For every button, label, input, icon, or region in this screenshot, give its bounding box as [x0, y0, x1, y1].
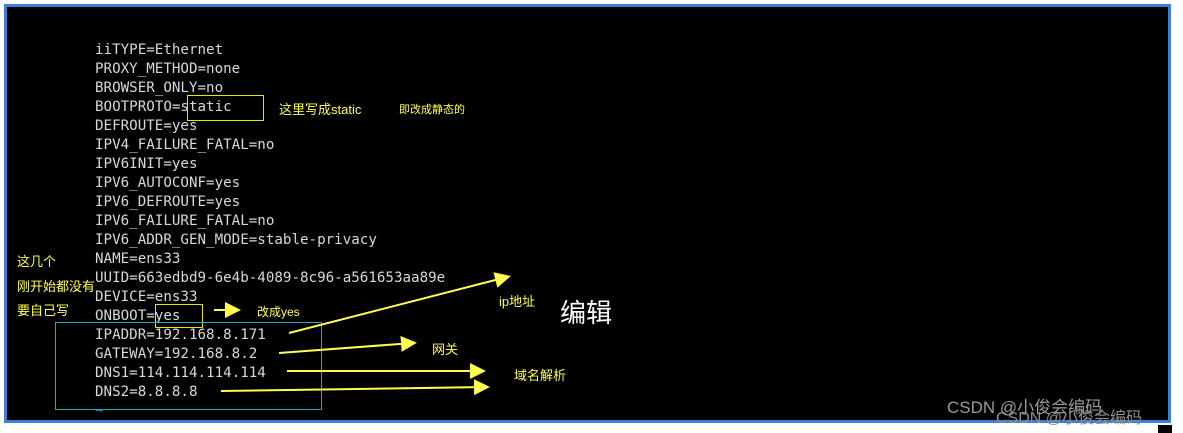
line-dns2: DNS2=8.8.8.8: [95, 384, 198, 400]
ip-address-note: ip地址: [499, 294, 536, 309]
line-onboot: ONBOOT=yes: [95, 308, 181, 324]
line-name: NAME=ens33: [95, 251, 181, 267]
line-ipv6-autoconf: IPV6_AUTOCONF=yes: [95, 175, 241, 191]
new-fields-group-box: [55, 322, 322, 410]
line-tilde: ~: [95, 403, 104, 419]
left-note-3: 要自己写: [17, 303, 70, 318]
line-uuid: UUID=663edbd9-6e4b-4089-8c96-a561653aa89…: [95, 270, 446, 286]
line-device: DEVICE=ens33: [95, 289, 198, 305]
line-ipv6-addr-gen-mode: IPV6_ADDR_GEN_MODE=stable-privacy: [95, 232, 377, 248]
watermark: CSDN @小俊会编码: [947, 398, 1103, 417]
edit-label: 编辑: [560, 298, 613, 328]
left-note-1: 这几个: [17, 254, 57, 269]
terminal-window[interactable]: iiTYPE=Ethernet PROXY_METHOD=none BROWSE…: [4, 4, 1171, 423]
left-note-2: 刚开始都没有: [17, 279, 96, 294]
bootproto-note-2: 即改成静态的: [399, 104, 465, 116]
line-ipv6-defroute: IPV6_DEFROUTE=yes: [95, 194, 241, 210]
line-gateway: GATEWAY=192.168.8.2: [95, 346, 258, 362]
line-type: iiTYPE=Ethernet: [95, 42, 224, 58]
line-dns1: DNS1=114.114.114.114: [95, 365, 266, 381]
line-defroute: DEFROUTE=yes: [95, 118, 198, 134]
annotation-arrows: [214, 272, 511, 396]
line-ipaddr: IPADDR=192.168.8.171: [95, 327, 266, 343]
arrow-dns2: [220, 379, 490, 396]
dns-note: 域名解析: [514, 368, 567, 383]
gateway-note: 网关: [432, 342, 459, 357]
onboot-highlight-box: [155, 304, 203, 328]
line-browser-only: BROWSER_ONLY=no: [95, 80, 224, 96]
onboot-note: 改成yes: [257, 305, 300, 319]
line-proxy-method: PROXY_METHOD=none: [95, 61, 241, 77]
line-ipv4-failure-fatal: IPV4_FAILURE_FATAL=no: [95, 137, 275, 153]
cursor-block: [1158, 425, 1172, 433]
line-ipv6init: IPV6INIT=yes: [95, 156, 198, 172]
arrow-ipaddr: [288, 272, 511, 334]
bootproto-note: 这里写成static: [279, 102, 362, 117]
bootproto-highlight-box: [187, 95, 264, 121]
line-ipv6-failure-fatal: IPV6_FAILURE_FATAL=no: [95, 213, 275, 229]
arrow-gateway: [278, 335, 417, 354]
watermark-2: CSDN @小俊会编码: [996, 410, 1143, 427]
line-bootproto: BOOTPROTO=static: [95, 99, 232, 115]
